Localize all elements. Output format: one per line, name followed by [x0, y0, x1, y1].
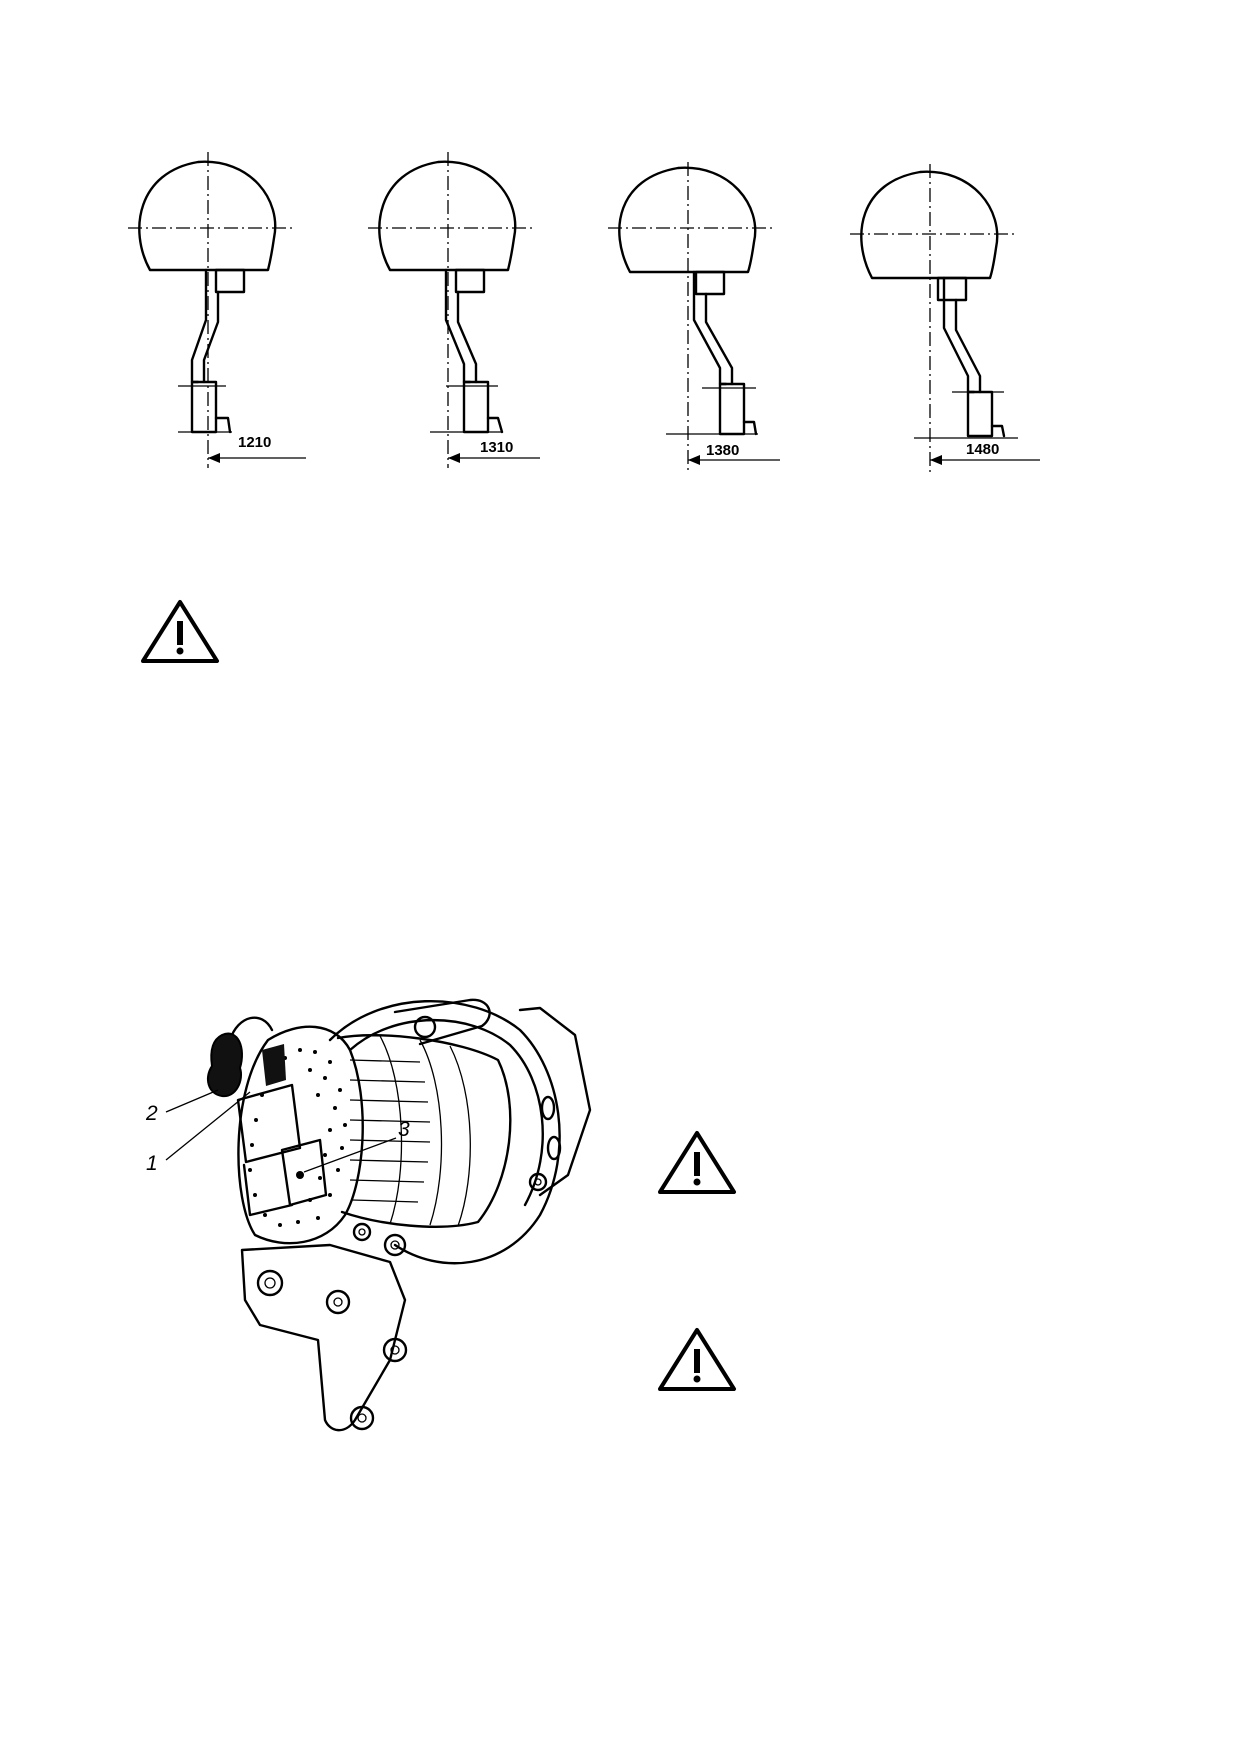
position-diagram-2: 1310: [368, 152, 540, 468]
dimension-label-1210: 1210: [238, 434, 271, 451]
position-diagram-1: 1210: [128, 152, 306, 468]
warning-triangle-icon: [141, 600, 219, 663]
perforated-cap-dots: [248, 1048, 347, 1227]
nut-icon: [382, 1337, 408, 1363]
generator-illustration: 2 1 3: [145, 998, 592, 1432]
warning-triangle-icon: [658, 1131, 736, 1194]
warning-triangle-icon: [658, 1328, 736, 1391]
dimension-label-1480: 1480: [966, 441, 999, 458]
nut-icon: [349, 1405, 375, 1431]
nut-icon: [383, 1233, 407, 1257]
nut-icon: [528, 1172, 548, 1192]
winding-hatching: [349, 1059, 431, 1203]
dimension-label-1310: 1310: [480, 439, 513, 456]
position-diagram-3: 1380: [608, 162, 780, 470]
callout-label-3: 3: [398, 1118, 410, 1141]
nut-icon: [352, 1222, 372, 1242]
nut-icon: [325, 1289, 351, 1315]
callout-label-2: 2: [145, 1102, 158, 1125]
callout-label-1: 1: [146, 1152, 158, 1175]
dimension-label-1380: 1380: [706, 442, 739, 459]
position-diagram-4: 1480: [850, 164, 1040, 472]
nut-icon: [256, 1269, 284, 1297]
